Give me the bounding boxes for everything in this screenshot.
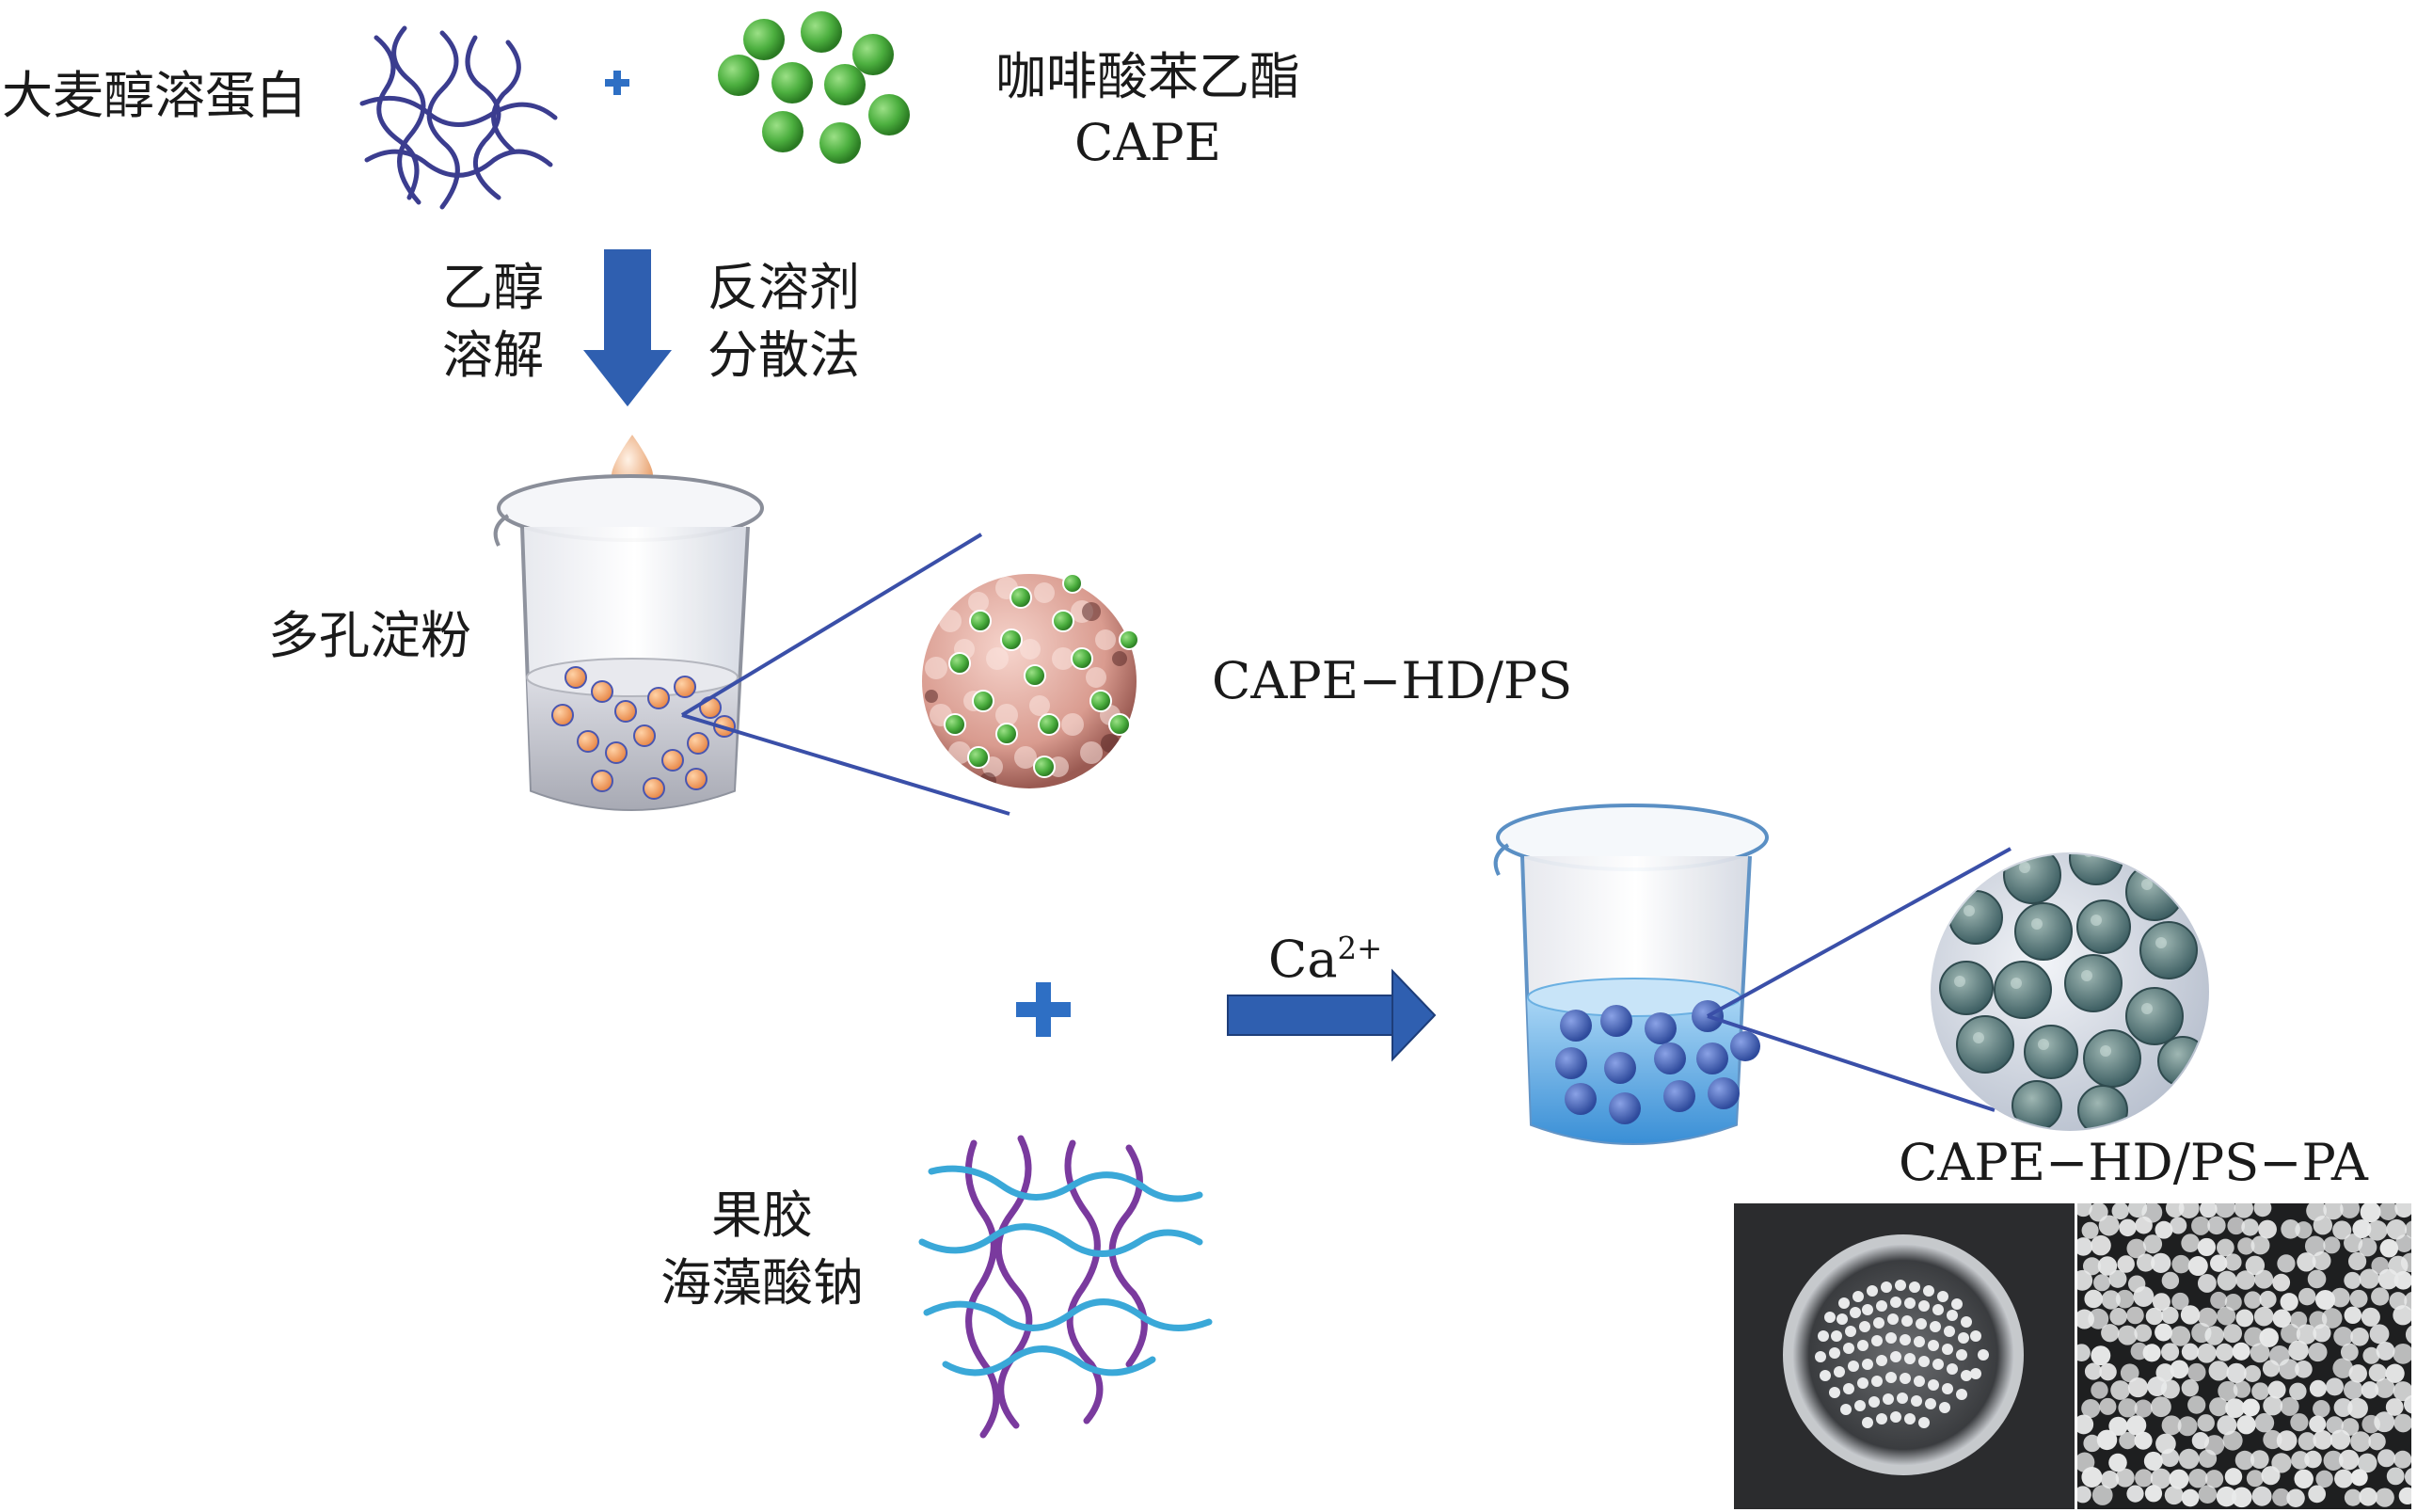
dispersion-method-label: 分散法 bbox=[708, 326, 860, 385]
starch-granule-icon bbox=[922, 573, 1139, 788]
porous-starch-label: 多孔淀粉 bbox=[268, 606, 471, 665]
cape-particles-icon bbox=[718, 11, 910, 164]
bead-cluster-icon bbox=[1931, 852, 2209, 1131]
right-arrow-icon bbox=[1227, 968, 1437, 1062]
zein-label: 大麦醇溶蛋白 bbox=[2, 66, 307, 125]
down-arrow-icon bbox=[583, 249, 672, 406]
starch-particles-in-beaker bbox=[551, 666, 736, 800]
beads-closeup-photo bbox=[2077, 1203, 2411, 1509]
zoom-lines-beads bbox=[1707, 847, 2012, 1112]
alginate-beads-in-beaker bbox=[1555, 1000, 1760, 1124]
dissolve-label: 溶解 bbox=[442, 326, 544, 385]
antisolvent-label: 反溶剂 bbox=[708, 258, 860, 317]
pectin-label: 果胶 bbox=[711, 1186, 813, 1245]
calcium-ion-label: Ca2+ bbox=[1268, 930, 1383, 989]
petri-dish-photo bbox=[1734, 1203, 2075, 1509]
protein-chain-icon bbox=[359, 25, 558, 210]
cape-label: CAPE bbox=[1073, 113, 1222, 172]
beaker-icon bbox=[493, 474, 764, 811]
cape-hd-ps-label: CAPE−HD/PS bbox=[1212, 651, 1573, 710]
cape-hd-ps-pa-label: CAPE−HD/PS−PA bbox=[1899, 1133, 2368, 1192]
sodium-alginate-label: 海藻酸钠 bbox=[660, 1253, 864, 1313]
cape-chinese-label: 咖啡酸苯乙酯 bbox=[995, 47, 1300, 106]
polysaccharide-network-icon bbox=[918, 1135, 1213, 1439]
zoom-lines-starch bbox=[680, 533, 1010, 816]
plus-icon bbox=[1016, 982, 1071, 1037]
plus-icon bbox=[605, 71, 629, 95]
ethanol-label: 乙醇 bbox=[442, 258, 544, 317]
